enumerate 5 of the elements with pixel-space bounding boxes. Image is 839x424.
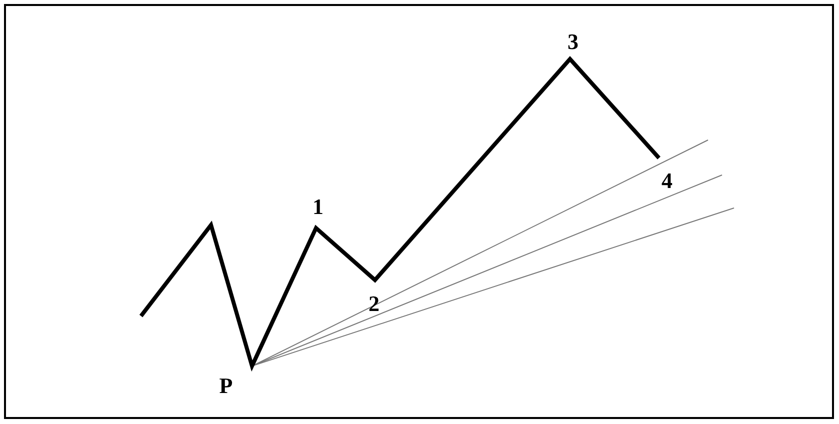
point-label: 2 <box>368 293 380 315</box>
point-label: 4 <box>662 170 672 192</box>
point-label: 1 <box>312 196 324 218</box>
point-label: P <box>219 375 233 397</box>
point-label: 3 <box>568 31 578 53</box>
